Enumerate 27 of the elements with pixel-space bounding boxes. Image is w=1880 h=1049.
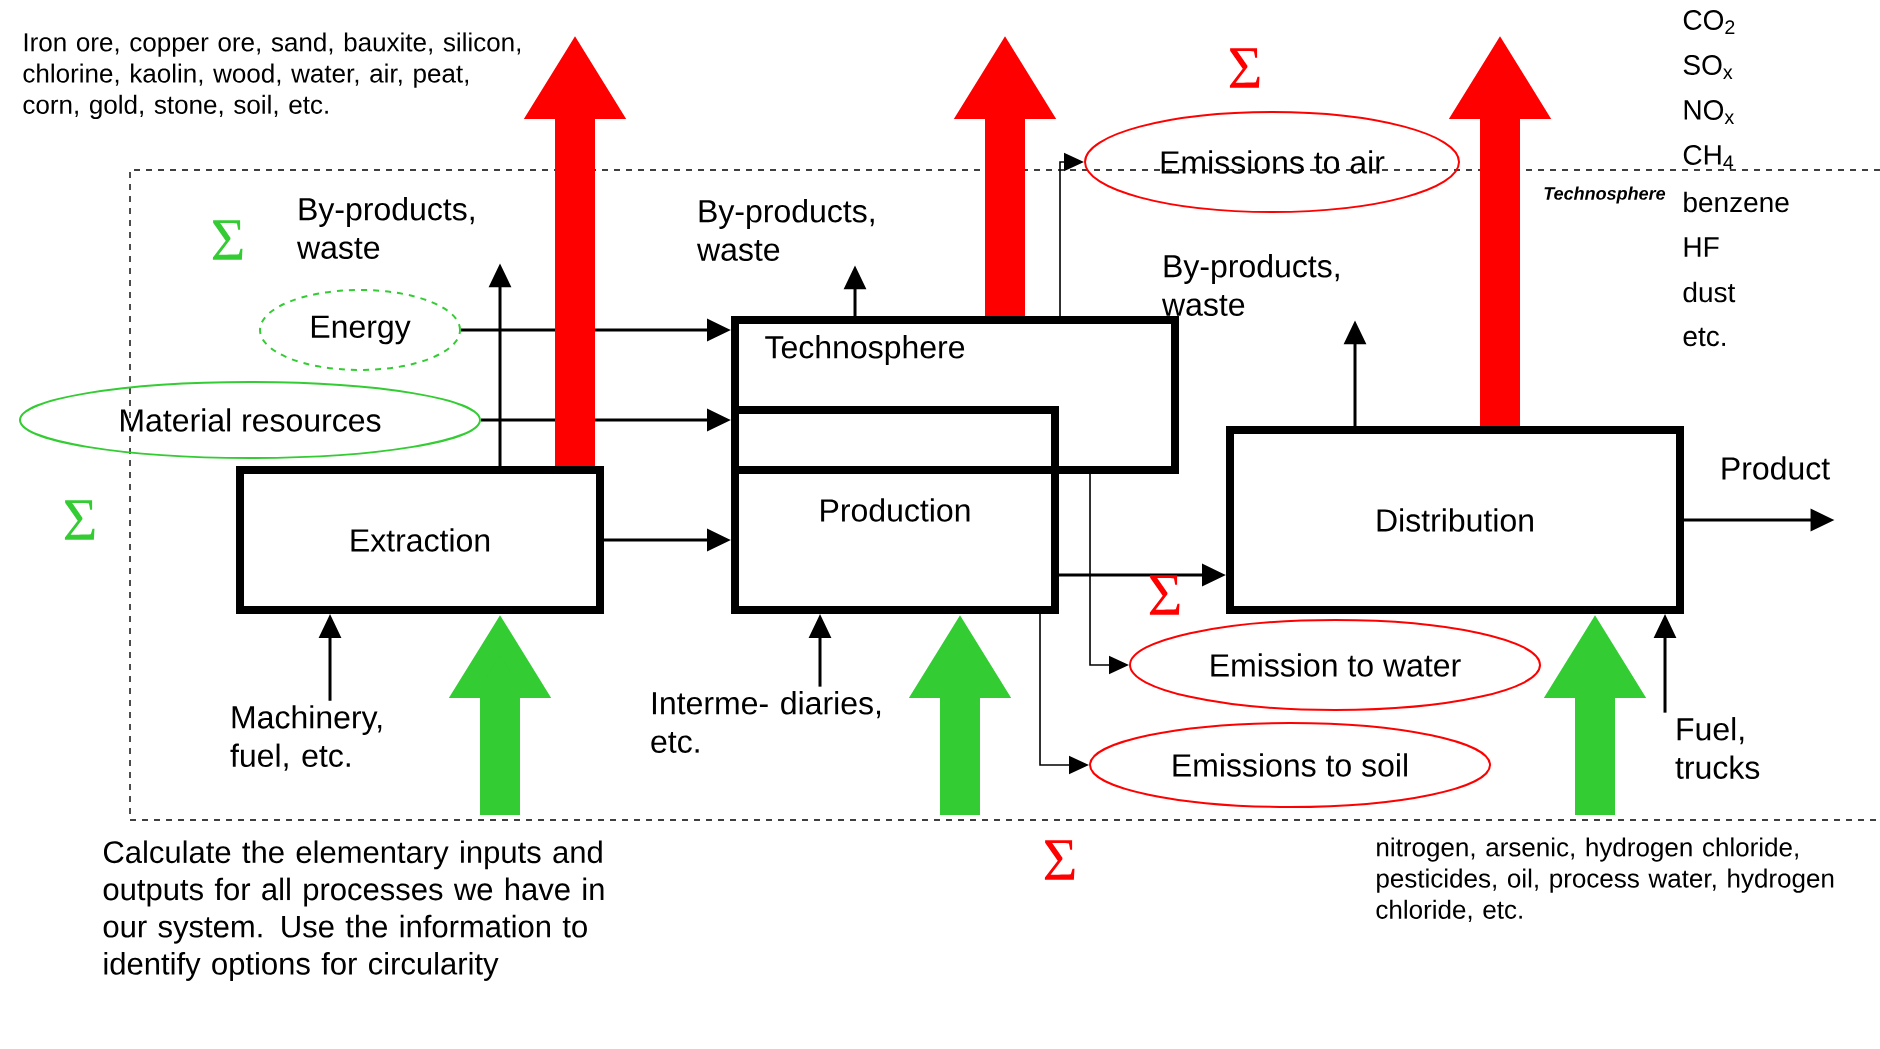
sigma-symbol: Σ [1149, 575, 1180, 615]
note-text: HF [1684, 237, 1719, 257]
flow-label: By-products, waste [297, 197, 474, 259]
note-text: benzene [1684, 191, 1789, 213]
flow-label: Fuel, trucks [1675, 717, 1760, 779]
flow-label: Interme- diaries, etc. [651, 691, 881, 753]
note-text: nitrogen, arsenic, hydrogen chloride, pesticides, oil, process water, hydrogen chloride, etc. [1376, 837, 1834, 922]
process-box: Technosphere [731, 316, 1179, 474]
note-text: NO$_{x}$ [1684, 100, 1734, 124]
process-box: Production [731, 406, 1059, 614]
flow-label: Product [1722, 456, 1830, 480]
note-text: SO$_{x}$ [1683, 55, 1733, 79]
flow-label: Machinery, fuel, etc. [230, 705, 382, 771]
note-text: CH$_{4}$ [1683, 145, 1734, 169]
note-text: CO$_{2}$ [1683, 10, 1735, 34]
note-text: dust [1683, 281, 1736, 303]
note-text: Iron ore, copper ore, sand, bauxite, silicon, chlorine, kaolin, wood, water, air, peat, corn, gold, stone, soil, etc. [23, 32, 520, 120]
flow-label: By-products, waste [1162, 254, 1339, 316]
boundary-label: Technosphere [1544, 186, 1666, 204]
flow-label: By-products, waste [697, 199, 874, 261]
process-box: Extraction [236, 466, 604, 614]
sigma-symbol: Σ [1044, 840, 1075, 880]
sigma-symbol: Σ [64, 500, 95, 540]
process-box: Distribution [1226, 426, 1684, 614]
sigma-symbol: Σ [212, 220, 243, 260]
note-text: Calculate the elementary inputs and outputs for all processes we have in our system. Use the information to identify options for circularity [103, 840, 604, 981]
note-text: etc. [1683, 327, 1725, 347]
